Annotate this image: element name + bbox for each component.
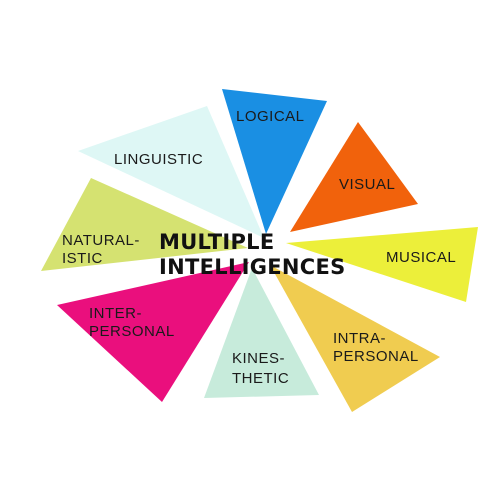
musical-segment (286, 227, 478, 302)
linguistic-segment (78, 106, 264, 238)
kinesthetic-segment (204, 268, 319, 398)
linguistic-label: LINGUISTIC (114, 151, 203, 168)
logical-label: LOGICAL (236, 108, 305, 125)
naturalistic-segment (41, 178, 248, 271)
interpersonal-label-line2: PERSONAL (89, 323, 175, 340)
logical-segment (222, 89, 327, 234)
visual-segment (290, 122, 418, 232)
visual-label: VISUAL (339, 176, 395, 193)
intrapersonal-segment (270, 265, 440, 412)
intrapersonal-label-line1: INTRA- (333, 330, 386, 347)
musical-label: MUSICAL (386, 249, 456, 266)
intrapersonal-label-line2: PERSONAL (333, 348, 419, 365)
title-line1: MULTIPLE (159, 230, 275, 254)
title-line2: INTELLIGENCES (159, 255, 346, 279)
naturalistic-label-line2: ISTIC (62, 250, 103, 267)
naturalistic-label-line1: NATURAL- (62, 232, 140, 249)
kinesthetic-label-line2: THETIC (232, 370, 289, 387)
interpersonal-segment (57, 262, 249, 402)
interpersonal-label-line1: INTER- (89, 305, 142, 322)
kinesthetic-label-line1: KINES- (232, 350, 285, 367)
